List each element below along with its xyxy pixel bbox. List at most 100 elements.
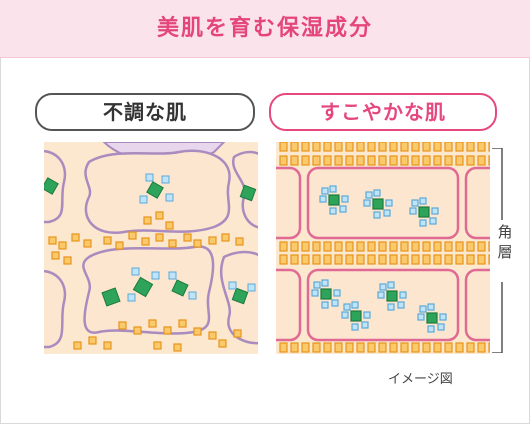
lipid-square [323,342,332,353]
lipid-square [400,241,409,252]
molecule [239,184,257,202]
molecule-satellite [321,301,329,309]
molecule [319,185,349,215]
molecule-satellite [341,311,349,319]
healthy-skin-illustration [276,142,490,354]
lipid-square [290,342,299,353]
lipid-square [301,342,310,353]
molecule-satellite [427,303,435,311]
molecule-satellite [437,323,445,331]
lipid-square [389,241,398,252]
molecule-satellite [351,301,359,309]
lipid-square [411,254,420,265]
molecule-core [426,312,438,324]
molecule [44,177,59,195]
lipid-square [466,241,475,252]
lipid-square [422,142,431,152]
molecule-satellite [361,321,369,329]
lipid-square [345,254,354,265]
lipid-square [455,142,464,152]
lipid-square [312,254,321,265]
lipid-square [411,142,420,152]
molecule [363,189,393,219]
lipid-square [433,241,442,252]
lipid-square [345,142,354,152]
lipid-square [367,254,376,265]
lipid-square [488,241,490,252]
molecule-satellite [365,191,373,199]
lipid-square [334,254,343,265]
lipid-square [488,342,490,353]
molecule-satellite [427,325,435,333]
lipid-square [466,342,475,353]
molecule-satellite [385,199,393,207]
lipid-square [334,155,343,166]
lipid-square [466,142,475,152]
molecule-core [372,198,384,210]
label-unhealthy-skin: 不調な肌 [35,93,255,131]
lipid-square [367,142,376,152]
lipid-square [301,155,310,166]
molecule-core [386,290,398,302]
molecule [228,281,256,305]
molecule [377,281,407,311]
lipid-square [312,142,321,152]
cell-shape [306,268,460,342]
lipid-square [378,254,387,265]
lipid-square [389,254,398,265]
molecule-satellite [363,311,371,319]
lipid-square [312,342,321,353]
molecule-satellite [411,199,419,207]
cell-shape [44,270,67,349]
molecule-core [328,194,340,206]
molecule-satellite [339,205,347,213]
lipid-square [444,241,453,252]
lipid-square [466,254,475,265]
lipid-square [400,155,409,166]
lipid-square [290,241,299,252]
molecule-satellite [351,323,359,331]
lipid-square [323,142,332,152]
molecule-satellite [311,289,319,297]
lipid-square [477,155,486,166]
stratum-corneum-label: 角 層 [494,222,516,262]
molecule-satellite [363,199,371,207]
healthy-skin-svg [276,142,490,354]
label-healthy-skin: すこやかな肌 [269,93,497,131]
lipid-square [290,155,299,166]
lipid-square [433,254,442,265]
molecule-satellite [399,291,407,299]
lipid-square [367,241,376,252]
molecule-satellite [321,187,329,195]
lipid-square [444,155,453,166]
molecule-satellite [383,209,391,217]
lipid-square [455,342,464,353]
lipid-square [334,241,343,252]
lipid-square [455,241,464,252]
molecule-satellite [373,189,381,197]
lipid-square [279,241,288,252]
lipid-square [334,342,343,353]
lipid-square [356,254,365,265]
molecule-satellite [321,279,329,287]
molecule-satellite [343,303,351,311]
lipid-square [345,342,354,353]
molecule-satellite [409,207,417,215]
molecule [101,267,197,307]
molecule-satellite [329,207,337,215]
molecule-satellite [329,185,337,193]
lipid-square [290,254,299,265]
image-caption: イメージ図 [388,372,453,387]
lipid-square [411,342,420,353]
lipid-square [345,155,354,166]
lipid-square [411,241,420,252]
lipid-square [279,342,288,353]
lipid-square [389,155,398,166]
lipid-square [411,155,420,166]
molecule-group [311,185,447,333]
lipid-square [301,254,310,265]
lipid-square [290,142,299,152]
lipid-square [477,342,486,353]
molecule [311,279,341,309]
molecule-satellite [379,283,387,291]
